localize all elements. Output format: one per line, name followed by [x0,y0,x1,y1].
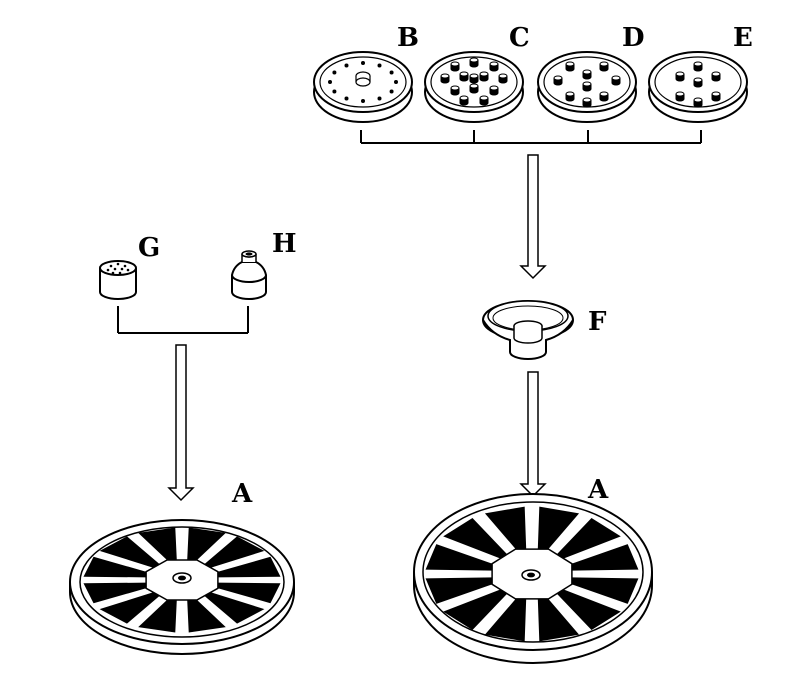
plate-hole [344,96,349,101]
plate-hole [332,89,337,94]
peg-top [469,57,479,63]
peg-top [565,91,575,97]
peg-top [469,73,479,79]
brush-disc-a-left [69,519,295,655]
peg-top [693,97,703,103]
nozzle-h [230,250,268,300]
plate-hole [344,63,349,68]
cap-hole [106,268,110,272]
arrow-f-to-a-right [519,371,547,498]
peg-top [565,61,575,67]
plate-b [313,51,413,123]
plates-bracket [360,130,702,144]
cap-hole [118,271,122,275]
plate-hole [361,99,365,103]
peg-top [582,69,592,75]
peg-top [469,83,479,89]
cap-hole [126,268,130,272]
plate-c [424,51,524,123]
peg-top [553,75,563,81]
label-c: C [509,23,530,53]
cap-g [99,260,137,300]
plate-hole [377,96,382,101]
cap-hole [116,262,120,266]
plate-hole [361,61,365,65]
peg-top [450,85,460,91]
arrow-gh-to-a-left [167,344,195,502]
peg-top [582,81,592,87]
peg-top [711,91,721,97]
peg-top [459,95,469,101]
gh-bracket [117,306,249,334]
plate-hole [332,70,337,75]
peg-top [582,97,592,103]
label-b: B [397,23,419,53]
label-f: F [588,307,607,337]
cap-hole [120,267,124,271]
funnel-adapter-f [482,300,574,360]
cap-hole [109,264,113,268]
plate-hole [389,70,394,75]
peg-top [599,91,609,97]
peg-top [599,61,609,67]
peg-top [711,71,721,77]
plate-d [537,51,637,123]
peg-top [479,71,489,77]
peg-top [479,95,489,101]
cap-hole [111,271,115,275]
arrow-plates-to-f [519,154,547,280]
peg-top [459,71,469,77]
peg-top [693,61,703,67]
label-h: H [272,229,297,259]
plate-hole [328,80,332,84]
peg-top [675,91,685,97]
peg-top [450,61,460,67]
peg-top [611,75,621,81]
label-a-left: A [231,479,253,509]
label-a-right: A [587,475,609,505]
peg-top [440,73,450,79]
peg-top [498,73,508,79]
plate-hole [394,80,398,84]
label-g: G [138,233,160,263]
label-e: E [733,23,753,53]
cap-hole [113,267,117,271]
peg-top [489,85,499,91]
plate-e [648,51,748,123]
peg-top [675,71,685,77]
label-d: D [622,23,645,53]
peg-top [489,61,499,67]
cap-hole [123,264,127,268]
brush-disc-a-right [413,493,653,664]
plate-hole [377,63,382,68]
plate-hole [389,89,394,94]
peg-top [693,77,703,83]
